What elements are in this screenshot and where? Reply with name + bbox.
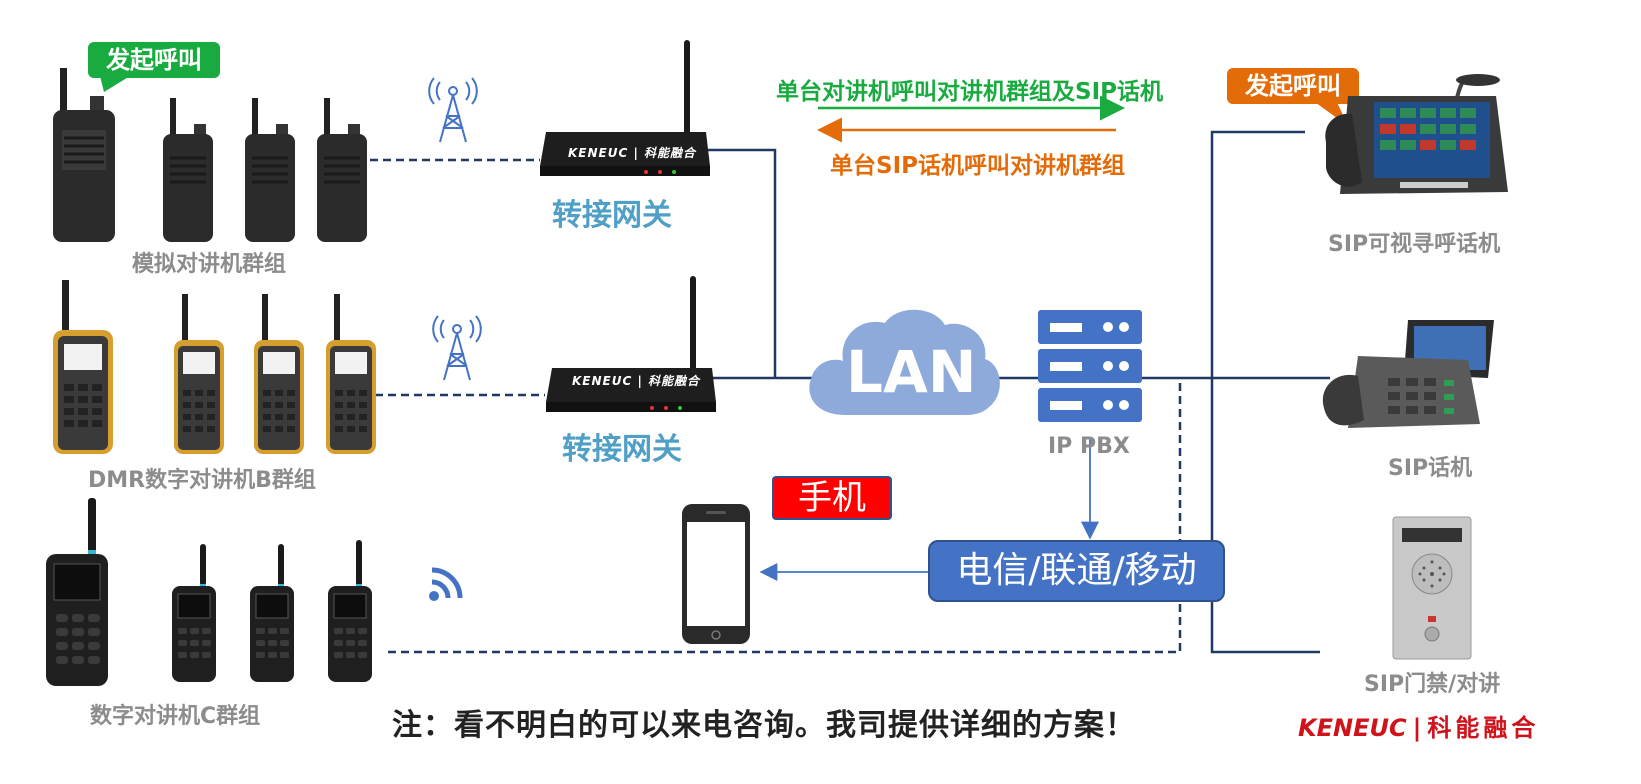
mobile-tag: 手机 [772, 476, 892, 520]
backward-flow-label: 单台SIP话机呼叫对讲机群组 [830, 153, 1125, 179]
dmr-radio-icon [53, 280, 113, 454]
gateway-device-icon [540, 40, 710, 176]
video-phone-label: SIP可视寻呼话机 [1328, 232, 1501, 257]
digital-dashed-link [388, 378, 1182, 654]
digital-radio-icon [328, 540, 372, 682]
dmr-radio-icon [254, 294, 304, 454]
gateway-label: 转接网关 [552, 198, 672, 233]
door-intercom-label: SIP门禁/对讲 [1364, 672, 1501, 697]
wireless-signal-icon [429, 567, 463, 601]
dmr-radio-icon [326, 294, 376, 454]
phone-call-bubble: 发起呼叫 [1227, 68, 1359, 104]
door-intercom-icon [1392, 516, 1472, 660]
carrier-box: 电信/联通/移动 [928, 540, 1225, 602]
device-bus [1210, 130, 1320, 654]
radio-call-bubble: 发起呼叫 [88, 42, 220, 78]
sip-phone-label: SIP话机 [1388, 456, 1473, 481]
ip-pbx-label: IP PBX [1048, 434, 1130, 459]
antenna-tower-icon [428, 77, 478, 143]
forward-flow-label: 单台对讲机呼叫对讲机群组及SIP话机 [776, 79, 1163, 105]
digital-group-label: 数字对讲机C群组 [90, 704, 261, 729]
dmr-group-label: DMR数字对讲机B群组 [88, 468, 316, 493]
digital-radio-icon [250, 544, 294, 682]
analog-radio-icon [245, 98, 295, 242]
gateway1-to-lan [705, 148, 777, 378]
digital-radio-icon [172, 544, 216, 682]
dmr-radio-icon [174, 294, 224, 454]
company-logo: KENEUC|科能融合 [1298, 714, 1540, 742]
antenna-tower-icon [432, 315, 482, 381]
analog-radio-icon [163, 98, 213, 242]
gateway-label: 转接网关 [562, 432, 682, 467]
digital-radio-icon [46, 498, 108, 686]
sip-video-phone-icon [1325, 74, 1508, 194]
gateway-brand: KENEUC | 科能融合 [568, 146, 697, 160]
radio-bubble-tail [100, 76, 130, 92]
gateway-brand: KENEUC | 科能融合 [572, 374, 701, 388]
ip-pbx-server-icon [1038, 310, 1142, 422]
gateway-device-icon [546, 276, 716, 412]
analog-radio-icon [53, 68, 115, 242]
lan-label: LAN [846, 338, 977, 406]
sip-phone-icon [1322, 320, 1494, 428]
lan-cloud-icon [809, 309, 1000, 415]
footer-note: 注：看不明白的可以来电咨询。我司提供详细的方案！ [392, 708, 1136, 743]
analog-group-label: 模拟对讲机群组 [132, 252, 287, 277]
mobile-phone-icon [682, 504, 750, 644]
analog-radio-icon [317, 98, 367, 242]
